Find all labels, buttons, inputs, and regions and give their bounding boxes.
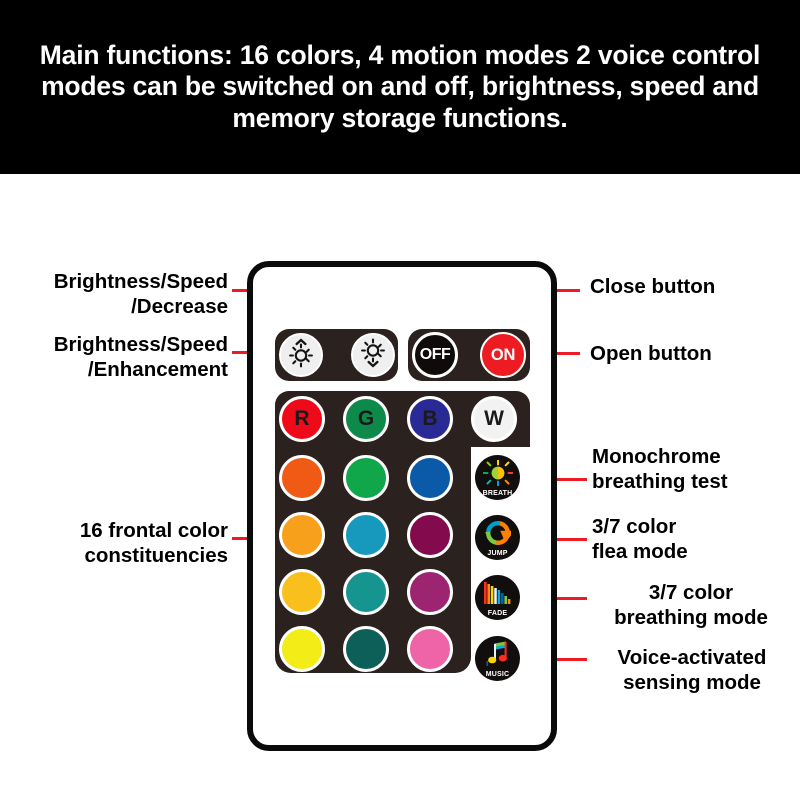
- color-swatch[interactable]: [407, 512, 453, 558]
- callout-monochrome-breathing: Monochrome breathing test: [592, 445, 728, 493]
- green-button[interactable]: G: [343, 396, 389, 442]
- music-notes-icon: [475, 641, 520, 667]
- sun-down-icon: [356, 336, 390, 375]
- color-swatch[interactable]: [343, 569, 389, 615]
- color-swatch[interactable]: [279, 569, 325, 615]
- color-swatch[interactable]: [279, 455, 325, 501]
- color-swatch[interactable]: [279, 626, 325, 672]
- breath-mode-button[interactable]: BREATH: [475, 455, 520, 500]
- color-swatch[interactable]: [279, 512, 325, 558]
- callout-brightness-enhancement: Brightness/Speed /Enhancement: [53, 333, 228, 381]
- sun-up-icon: [284, 336, 318, 375]
- breath-sunburst-icon: [475, 460, 520, 486]
- music-mode-button[interactable]: MUSIC: [475, 636, 520, 681]
- red-button[interactable]: R: [279, 396, 325, 442]
- color-swatch[interactable]: [343, 512, 389, 558]
- callout-voice-sensing: Voice-activated sensing mode: [617, 646, 767, 694]
- header-banner: Main functions: 16 colors, 4 motion mode…: [0, 0, 800, 174]
- callout-line-jump-h: [527, 538, 587, 541]
- color-swatch[interactable]: [407, 626, 453, 672]
- callout-color-breathing: 3/7 color breathing mode: [614, 581, 768, 629]
- jump-arrows-icon: [475, 520, 520, 546]
- callout-brightness-decrease: Brightness/Speed /Decrease: [53, 270, 228, 318]
- header-banner-text: Main functions: 16 colors, 4 motion mode…: [39, 40, 761, 133]
- fade-bars-icon: [475, 580, 520, 606]
- remote-control-body: OFF ON R G B W: [247, 261, 557, 751]
- color-swatch[interactable]: [407, 455, 453, 501]
- blue-button[interactable]: B: [407, 396, 453, 442]
- brightness-down-button[interactable]: [351, 333, 395, 377]
- fade-mode-label: FADE: [487, 610, 508, 617]
- callout-line-breath-h: [527, 478, 587, 481]
- jump-mode-button[interactable]: JUMP: [475, 515, 520, 560]
- color-swatch[interactable]: [343, 455, 389, 501]
- callout-open-button: Open button: [590, 342, 712, 365]
- off-button[interactable]: OFF: [412, 332, 458, 378]
- callout-close-button: Close button: [590, 275, 716, 298]
- music-mode-label: MUSIC: [485, 671, 510, 678]
- fade-mode-button[interactable]: FADE: [475, 575, 520, 620]
- callout-color-flea: 3/7 color flea mode: [592, 515, 688, 563]
- callout-color-constituencies: 16 frontal color constituencies: [79, 519, 228, 567]
- brightness-up-button[interactable]: [279, 333, 323, 377]
- jump-mode-label: JUMP: [487, 550, 508, 557]
- callout-line-fade-h: [527, 597, 587, 600]
- banner-notch: [0, 174, 440, 182]
- color-swatch[interactable]: [343, 626, 389, 672]
- callout-line-music-h: [527, 658, 587, 661]
- white-button[interactable]: W: [471, 396, 517, 442]
- color-swatch[interactable]: [407, 569, 453, 615]
- breath-mode-label: BREATH: [482, 490, 513, 497]
- on-button[interactable]: ON: [480, 332, 526, 378]
